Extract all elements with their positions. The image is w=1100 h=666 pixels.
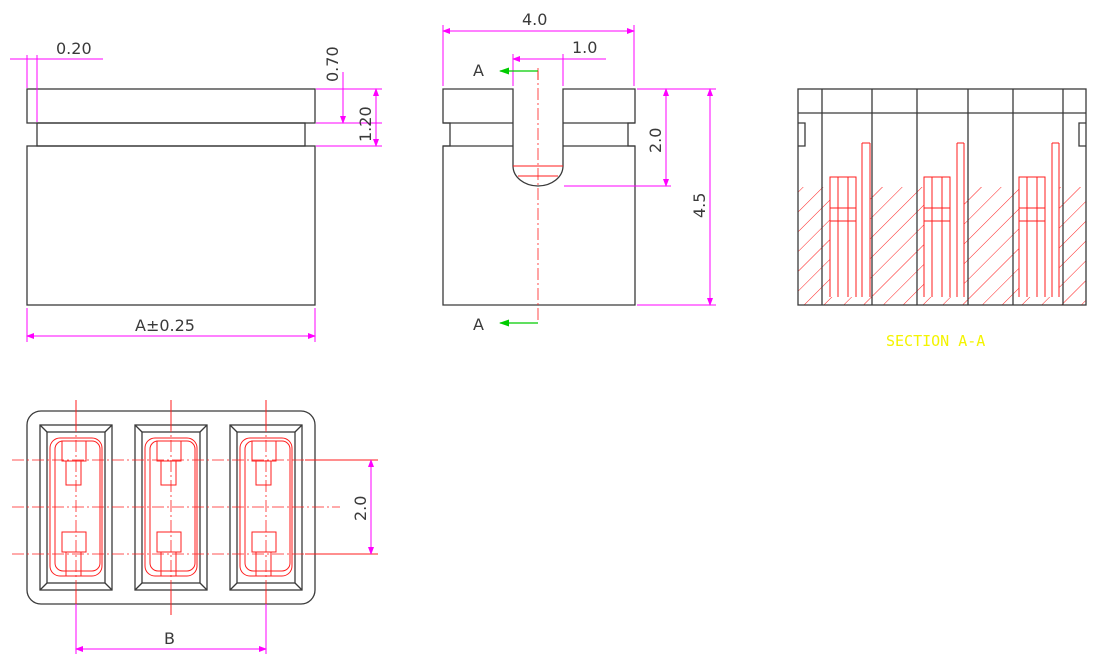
front-dim-a-label: A±0.25 [135, 316, 195, 335]
section-mark-top: A [473, 61, 484, 80]
side-dim-10-label: 1.0 [572, 38, 597, 57]
section-caption: SECTION A-A [886, 332, 985, 350]
front-top-band [26, 88, 316, 124]
section-outer [797, 88, 1087, 306]
side-dim-20-label: 2.0 [646, 128, 665, 153]
side-dim-40-label: 4.0 [522, 10, 547, 29]
bottom-dim-b-label: B [164, 629, 175, 648]
front-dim-120-label: 1.20 [356, 106, 375, 142]
front-neck [36, 122, 306, 147]
front-dim-070-label: 0.70 [323, 46, 342, 82]
section-contacts [829, 142, 1060, 297]
section-right-notch [1078, 122, 1086, 147]
section-mark-bottom: A [473, 315, 484, 334]
front-body [26, 145, 316, 306]
front-view: 0.20 0.70 1.20 A±0.25 [10, 39, 382, 342]
bottom-centerlines [12, 400, 340, 615]
bottom-view: 2.0 B [12, 400, 378, 654]
section-view: SECTION A-A [797, 88, 1087, 350]
side-view: 4.0 1.0 2.0 4.5 A A [442, 10, 716, 334]
bottom-dim-20-label: 2.0 [351, 496, 370, 521]
front-dim-020-label: 0.20 [56, 39, 92, 58]
side-outline [442, 88, 636, 306]
side-dim-45-label: 4.5 [690, 193, 709, 218]
section-left-notch [798, 122, 806, 147]
